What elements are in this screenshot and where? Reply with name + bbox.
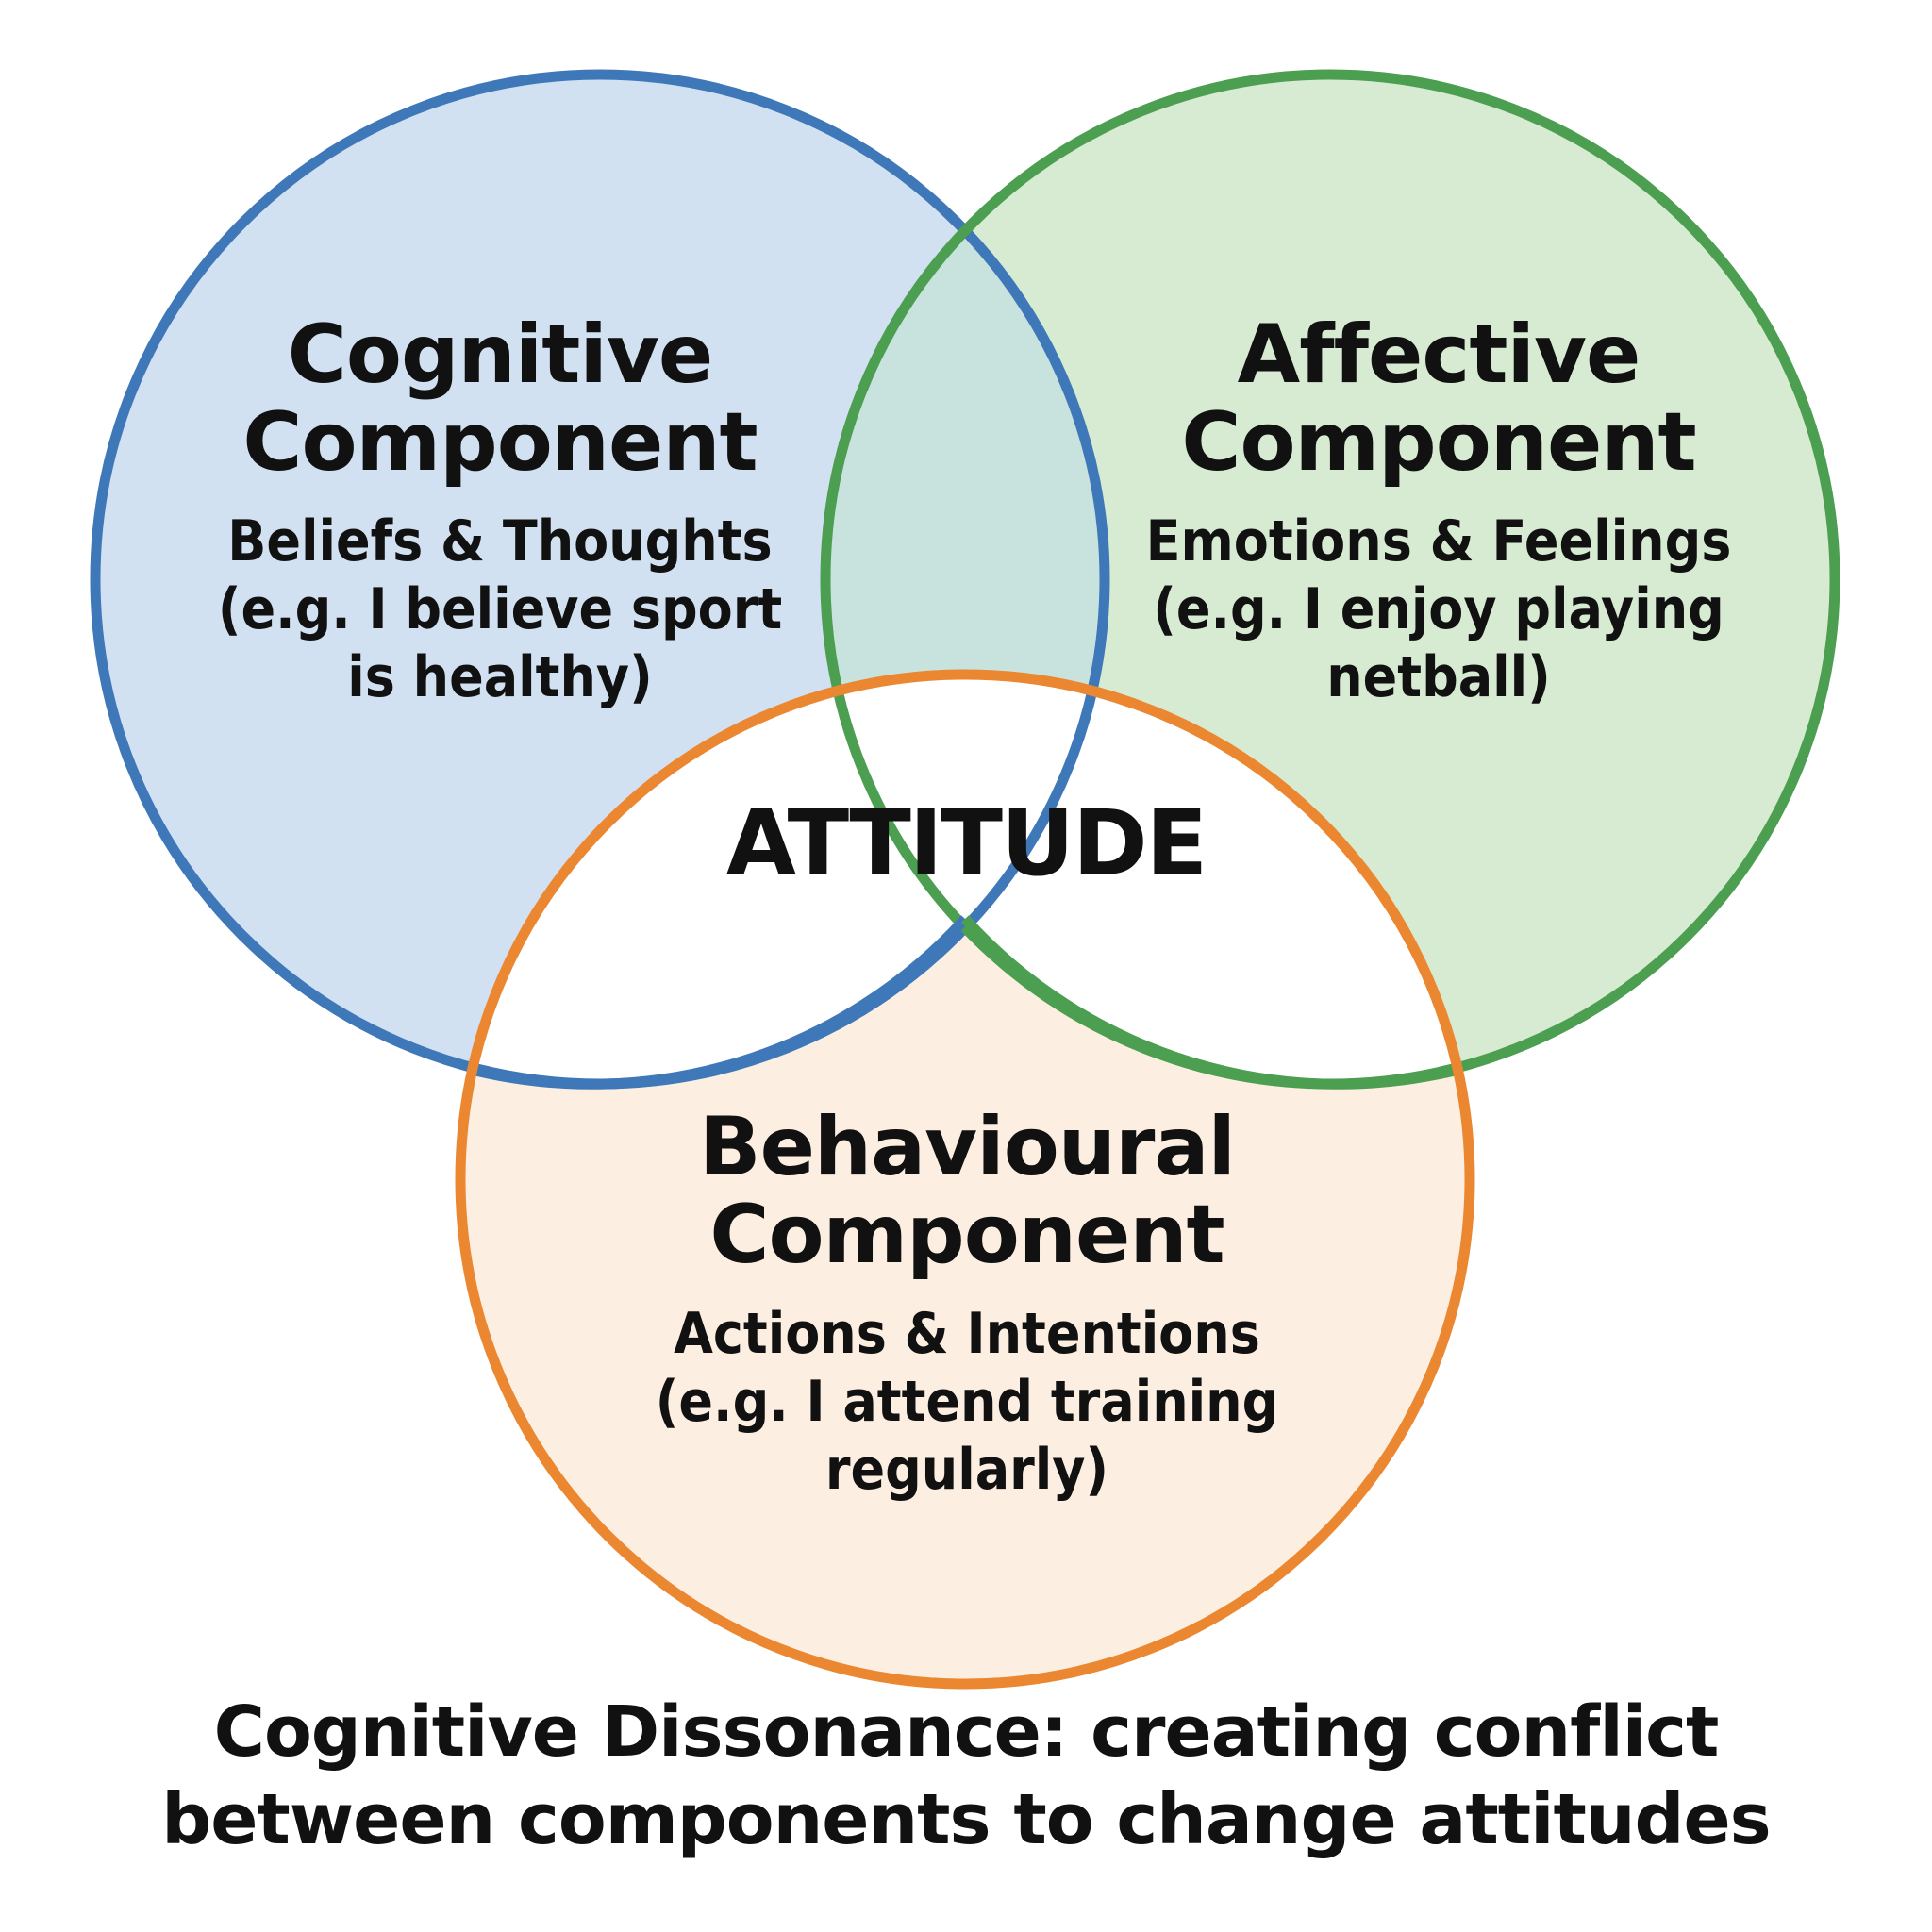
cognitive-example: (e.g. I believe sport is healthy) [217, 575, 783, 710]
cognitive-dissonance-caption: Cognitive Dissonance: creating conflict … [75, 1689, 1857, 1864]
behavioural-subtitle: Actions & Intentions [674, 1300, 1260, 1367]
behavioural-title-line1: Behavioural [699, 1100, 1236, 1194]
cognitive-title-line1: Cognitive [287, 308, 713, 402]
cognitive-title-line2: Component [242, 394, 758, 490]
attitude-label: ATTITUDE [725, 791, 1208, 896]
affective-subtitle: Emotions & Feelings [1145, 508, 1732, 575]
behavioural-example: (e.g. I attend training regularly) [655, 1368, 1279, 1503]
caption-line1: Cognitive Dissonance: creating conflict [213, 1691, 1720, 1773]
behavioural-circle-outline [455, 669, 1475, 1690]
cognitive-description: Beliefs & Thoughts (e.g. I believe sport… [175, 508, 825, 711]
behavioural-component-text: Behavioural Component Actions & Intentio… [604, 1104, 1330, 1504]
affective-description: Emotions & Feelings (e.g. I enjoy playin… [1113, 508, 1764, 711]
behavioural-description: Actions & Intentions (e.g. I attend trai… [604, 1300, 1330, 1504]
caption-line2: between components to change attitudes [161, 1779, 1771, 1861]
affective-example: (e.g. I enjoy playing netball) [1153, 575, 1724, 710]
cognitive-lower-arc [470, 915, 970, 1090]
affective-lower-arc [960, 915, 1460, 1090]
affective-title-line1: Affective [1237, 308, 1641, 402]
affective-component-text: Affective Component Emotions & Feelings … [1113, 311, 1764, 711]
behavioural-title-line2: Component [709, 1187, 1224, 1282]
cognitive-subtitle: Beliefs & Thoughts [227, 508, 773, 575]
behavioural-affective-overlap [825, 675, 1470, 1084]
cognitive-component-text: Cognitive Component Beliefs & Thoughts (… [175, 311, 825, 711]
behavioural-cognitive-overlap [460, 675, 1105, 1084]
affective-title-line2: Component [1181, 394, 1696, 490]
